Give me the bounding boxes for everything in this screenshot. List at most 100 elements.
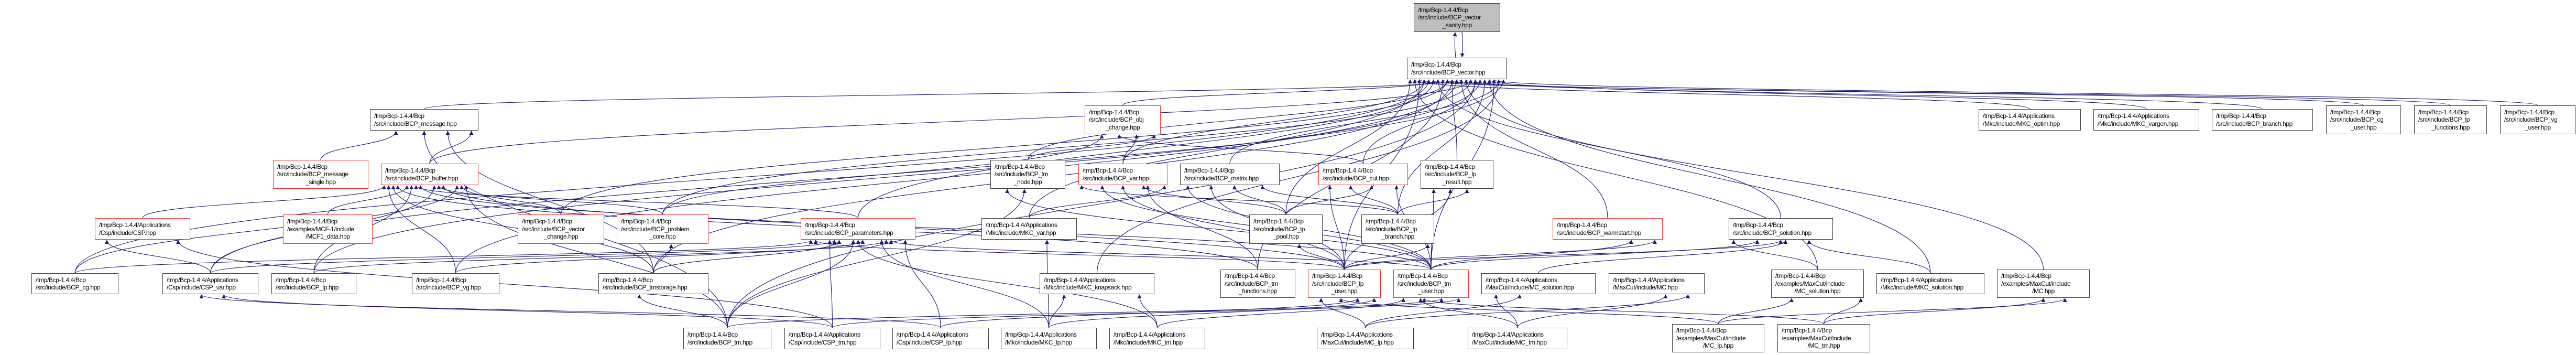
file-node-mc-lp-app[interactable]: /tmp/Bcp-1.4.4/Applications/MaxCut/inclu… — [1317, 328, 1414, 349]
file-node-tm-node[interactable]: /tmp/Bcp-1.4.4/Bcp/src/include/BCP_tm_no… — [990, 160, 1065, 189]
include-edge-tm-to-parameters — [727, 240, 856, 328]
include-edge-csp_var-to-csp — [105, 240, 211, 274]
include-edge-mc_tm_app-to-mc_app — [1517, 294, 1668, 328]
file-node-matrix[interactable]: /tmp/Bcp-1.4.4/Bcp/src/include/BCP_matri… — [1180, 164, 1280, 185]
file-node-sanity[interactable]: /tmp/Bcp-1.4.4/Bcp/src/include/BCP_vecto… — [1414, 3, 1500, 32]
file-node-mc-solution-app[interactable]: /tmp/Bcp-1.4.4/Applications/MaxCut/inclu… — [1481, 273, 1596, 294]
file-node-mkc-optim[interactable]: /tmp/Bcp-1.4.4/Applications/Mkc/include/… — [1979, 109, 2081, 131]
file-node-label-line: /Csp/include/CSP_tm.hpp — [789, 338, 857, 346]
file-node-tm-user[interactable]: /tmp/Bcp-1.4.4/Bcp/src/include/BCP_tm_us… — [1393, 270, 1469, 298]
include-edge-vg_user-to-vector — [1492, 79, 2538, 106]
file-node-mc-tm-ex[interactable]: /tmp/Bcp-1.4.4/Bcp/examples/MaxCut/inclu… — [1777, 324, 1870, 352]
include-edge-mc_solution_app-to-solution — [1538, 240, 1788, 274]
file-node-vg[interactable]: /tmp/Bcp-1.4.4/Bcp/src/include/BCP_vg.hp… — [412, 273, 499, 294]
file-node-label-line: /MCF1_data.hpp — [305, 233, 350, 241]
include-edge-lp_user-to-parameters — [813, 240, 1345, 270]
file-node-mkc-var[interactable]: /tmp/Bcp-1.4.4/Applications/Mkc/include/… — [981, 218, 1077, 240]
file-node-mc-app[interactable]: /tmp/Bcp-1.4.4/Applications/MaxCut/inclu… — [1609, 273, 1705, 294]
file-node-mc-solution-ex[interactable]: /tmp/Bcp-1.4.4/Bcp/examples/MaxCut/inclu… — [1771, 270, 1864, 298]
file-node-label-line: /Mkc/include/MKC_optim.hpp — [1983, 120, 2060, 127]
file-node-lp-user[interactable]: /tmp/Bcp-1.4.4/Bcp/src/include/BCP_lp_us… — [1308, 270, 1381, 298]
file-node-mkc-solution[interactable]: /tmp/Bcp-1.4.4/Applications/Mkc/include/… — [1876, 273, 1984, 294]
file-node-mc-tm-app[interactable]: /tmp/Bcp-1.4.4/Applications/MaxCut/inclu… — [1468, 328, 1567, 349]
file-node-label-line: /tmp/Bcp-1.4.4/Bcp — [1411, 61, 1461, 68]
file-node-label-line: /src/include/BCP_cg — [2330, 116, 2384, 124]
include-edge-lp_user-to-warmstart — [1344, 240, 1657, 270]
include-edge-vg-to-vector — [455, 79, 1459, 274]
include-edge-tm-to-tmstorage — [637, 294, 728, 328]
file-node-lp-result[interactable]: /tmp/Bcp-1.4.4/Bcp/src/include/BCP_lp_re… — [1421, 160, 1493, 189]
file-node-label-line: /tmp/Bcp-1.4.4/Bcp — [1089, 108, 1139, 116]
file-node-label-line: _branch.hpp — [1381, 233, 1414, 241]
file-node-label-line: /tmp/Bcp-1.4.4/Bcp — [1557, 221, 1607, 229]
file-node-lp-pool[interactable]: /tmp/Bcp-1.4.4/Bcp/src/include/BCP_lp_po… — [1249, 214, 1323, 244]
include-edge-lp_branch-to-lp_result — [1397, 189, 1469, 215]
file-node-label-line: /tmp/Bcp-1.4.4/Applications — [1472, 331, 1544, 338]
file-node-lp-branch[interactable]: /tmp/Bcp-1.4.4/Bcp/src/include/BCP_lp_br… — [1361, 214, 1434, 244]
include-edge-mc_tm_app-to-mc_solution_app — [1494, 294, 1518, 328]
include-edge-lp_branch-to-var — [1079, 185, 1399, 215]
file-node-label-line: /tmp/Bcp-1.4.4/Bcp — [287, 218, 337, 225]
include-edge-tm_user-to-buffer — [418, 185, 1432, 270]
file-node-label-line: /src/include/BCP_tm — [1398, 279, 1451, 287]
file-node-label-line: /tmp/Bcp-1.4.4/Applications — [1044, 276, 1116, 284]
file-node-label-line: /src/include/BCP_message — [277, 170, 348, 178]
file-node-label-line: /tmp/Bcp-1.4.4/Bcp — [2330, 108, 2381, 116]
file-node-label-line: /tmp/Bcp-1.4.4/Applications — [1114, 331, 1185, 338]
file-node-obj-change[interactable]: /tmp/Bcp-1.4.4/Bcp/src/include/BCP_obj_c… — [1085, 105, 1161, 134]
file-node-message-single[interactable]: /tmp/Bcp-1.4.4/Bcp/src/include/BCP_messa… — [273, 160, 368, 189]
file-node-mkc-vargen[interactable]: /tmp/Bcp-1.4.4/Applications/Mkc/include/… — [2093, 109, 2199, 131]
file-node-tm-functions[interactable]: /tmp/Bcp-1.4.4/Bcp/src/include/BCP_tm_fu… — [1220, 270, 1295, 298]
file-node-solution[interactable]: /tmp/Bcp-1.4.4/Bcp/src/include/BCP_solut… — [1729, 218, 1833, 240]
file-node-csp-lp[interactable]: /tmp/Bcp-1.4.4/Applications/Csp/include/… — [892, 328, 989, 349]
file-node-label-line: _node.hpp — [1013, 178, 1042, 186]
include-edge-lp_result-to-vector — [1450, 79, 1458, 160]
file-node-vg-user[interactable]: /tmp/Bcp-1.4.4/Bcp/src/include/BCP_vg_us… — [2500, 105, 2575, 134]
file-node-lp-functions[interactable]: /tmp/Bcp-1.4.4/Bcp/src/include/BCP_lp_fu… — [2414, 105, 2487, 134]
file-node-message[interactable]: /tmp/Bcp-1.4.4/Bcp/src/include/BCP_messa… — [370, 109, 478, 131]
file-node-cg-user[interactable]: /tmp/Bcp-1.4.4/Bcp/src/include/BCP_cg_us… — [2326, 105, 2401, 134]
file-node-parameters[interactable]: /tmp/Bcp-1.4.4/Bcp/src/include/BCP_param… — [801, 218, 915, 240]
include-edge-mc_tm_ex-to-mc_solution_ex — [1823, 298, 1863, 325]
file-node-warmstart[interactable]: /tmp/Bcp-1.4.4/Bcp/src/include/BCP_warms… — [1553, 218, 1663, 240]
include-edge-lp_user-to-solution — [1344, 240, 1783, 270]
file-node-label-line: /tmp/Bcp-1.4.4/Bcp — [1782, 327, 1832, 335]
file-node-mkc-lp[interactable]: /tmp/Bcp-1.4.4/Applications/Mkc/include/… — [1001, 328, 1097, 349]
include-edge-tm_user-to-tm_node — [1005, 189, 1432, 270]
file-node-vector-change[interactable]: /tmp/Bcp-1.4.4/Bcp/src/include/BCP_vecto… — [518, 214, 604, 244]
file-node-label-line: _single.hpp — [305, 178, 336, 186]
include-edge-mkc_tm-to-mkc_knapsack — [1137, 294, 1158, 328]
file-node-label-line: /src/include/BCP_matrix.hpp — [1184, 174, 1259, 182]
file-node-buffer[interactable]: /tmp/Bcp-1.4.4/Bcp/src/include/BCP_buffe… — [381, 164, 478, 185]
file-node-lp[interactable]: /tmp/Bcp-1.4.4/Bcp/src/include/BCP_lp.hp… — [271, 273, 356, 294]
file-node-tm[interactable]: /tmp/Bcp-1.4.4/Bcp/src/include/BCP_tm.hp… — [683, 328, 771, 349]
file-node-cg[interactable]: /tmp/Bcp-1.4.4/Bcp/src/include/BCP_cg.hp… — [31, 273, 118, 294]
file-node-label-line: /Mkc/include/MKC_tm.hpp — [1114, 338, 1183, 346]
file-node-mkc-tm[interactable]: /tmp/Bcp-1.4.4/Applications/Mkc/include/… — [1109, 328, 1205, 349]
file-node-branch[interactable]: /tmp/Bcp-1.4.4/Bcp/src/include/BCP_branc… — [2212, 109, 2313, 131]
file-node-label-line: /src/include/BCP_parameters.hpp — [805, 229, 893, 236]
file-node-label-line: /tmp/Bcp-1.4.4/Bcp — [1733, 221, 1783, 229]
file-node-csp[interactable]: /tmp/Bcp-1.4.4/Applications/Csp/include/… — [95, 218, 190, 240]
file-node-mcf1[interactable]: /tmp/Bcp-1.4.4/Bcp/examples/MCF-1/includ… — [283, 214, 373, 244]
file-node-var[interactable]: /tmp/Bcp-1.4.4/Bcp/src/include/BCP_var.h… — [1078, 164, 1167, 185]
file-node-csp-var[interactable]: /tmp/Bcp-1.4.4/Applications/Csp/include/… — [162, 273, 258, 294]
file-node-mc-ex[interactable]: /tmp/Bcp-1.4.4/Bcp/examples/MaxCut/inclu… — [1997, 270, 2090, 298]
file-node-mc-lp-ex[interactable]: /tmp/Bcp-1.4.4/Bcp/examples/MaxCut/inclu… — [1672, 324, 1764, 352]
include-edge-cg-to-parameters — [74, 240, 813, 274]
file-node-label-line: /src/include/BCP_branch.hpp — [2216, 120, 2293, 127]
file-node-label-line: /tmp/Bcp-1.4.4/Applications — [1486, 276, 1557, 284]
file-node-cut[interactable]: /tmp/Bcp-1.4.4/Bcp/src/include/BCP_cut.h… — [1318, 164, 1408, 185]
file-node-label-line: /examples/MCF-1/include — [287, 225, 354, 233]
file-node-label-line: /tmp/Bcp-1.4.4/Bcp — [36, 276, 86, 284]
file-node-label-line: /tmp/Bcp-1.4.4/Bcp — [995, 163, 1045, 170]
file-node-csp-tm[interactable]: /tmp/Bcp-1.4.4/Applications/Csp/include/… — [784, 328, 880, 349]
file-node-label-line: /MC_solution.hpp — [1794, 287, 1841, 295]
file-node-vector[interactable]: /tmp/Bcp-1.4.4/Bcp/src/include/BCP_vecto… — [1407, 58, 1507, 79]
include-edge-problem_core-to-obj_change — [662, 134, 1104, 215]
include-edge-tm_user-to-parameters — [889, 240, 1432, 270]
include-edge-lp_pool-to-var — [1141, 185, 1286, 215]
file-node-mkc-knapsack[interactable]: /tmp/Bcp-1.4.4/Applications/Mkc/include/… — [1040, 273, 1154, 294]
file-node-tmstorage[interactable]: /tmp/Bcp-1.4.4/Bcp/src/include/BCP_tmsto… — [598, 273, 708, 294]
file-node-problem-core[interactable]: /tmp/Bcp-1.4.4/Bcp/src/include/BCP_probl… — [617, 214, 708, 244]
